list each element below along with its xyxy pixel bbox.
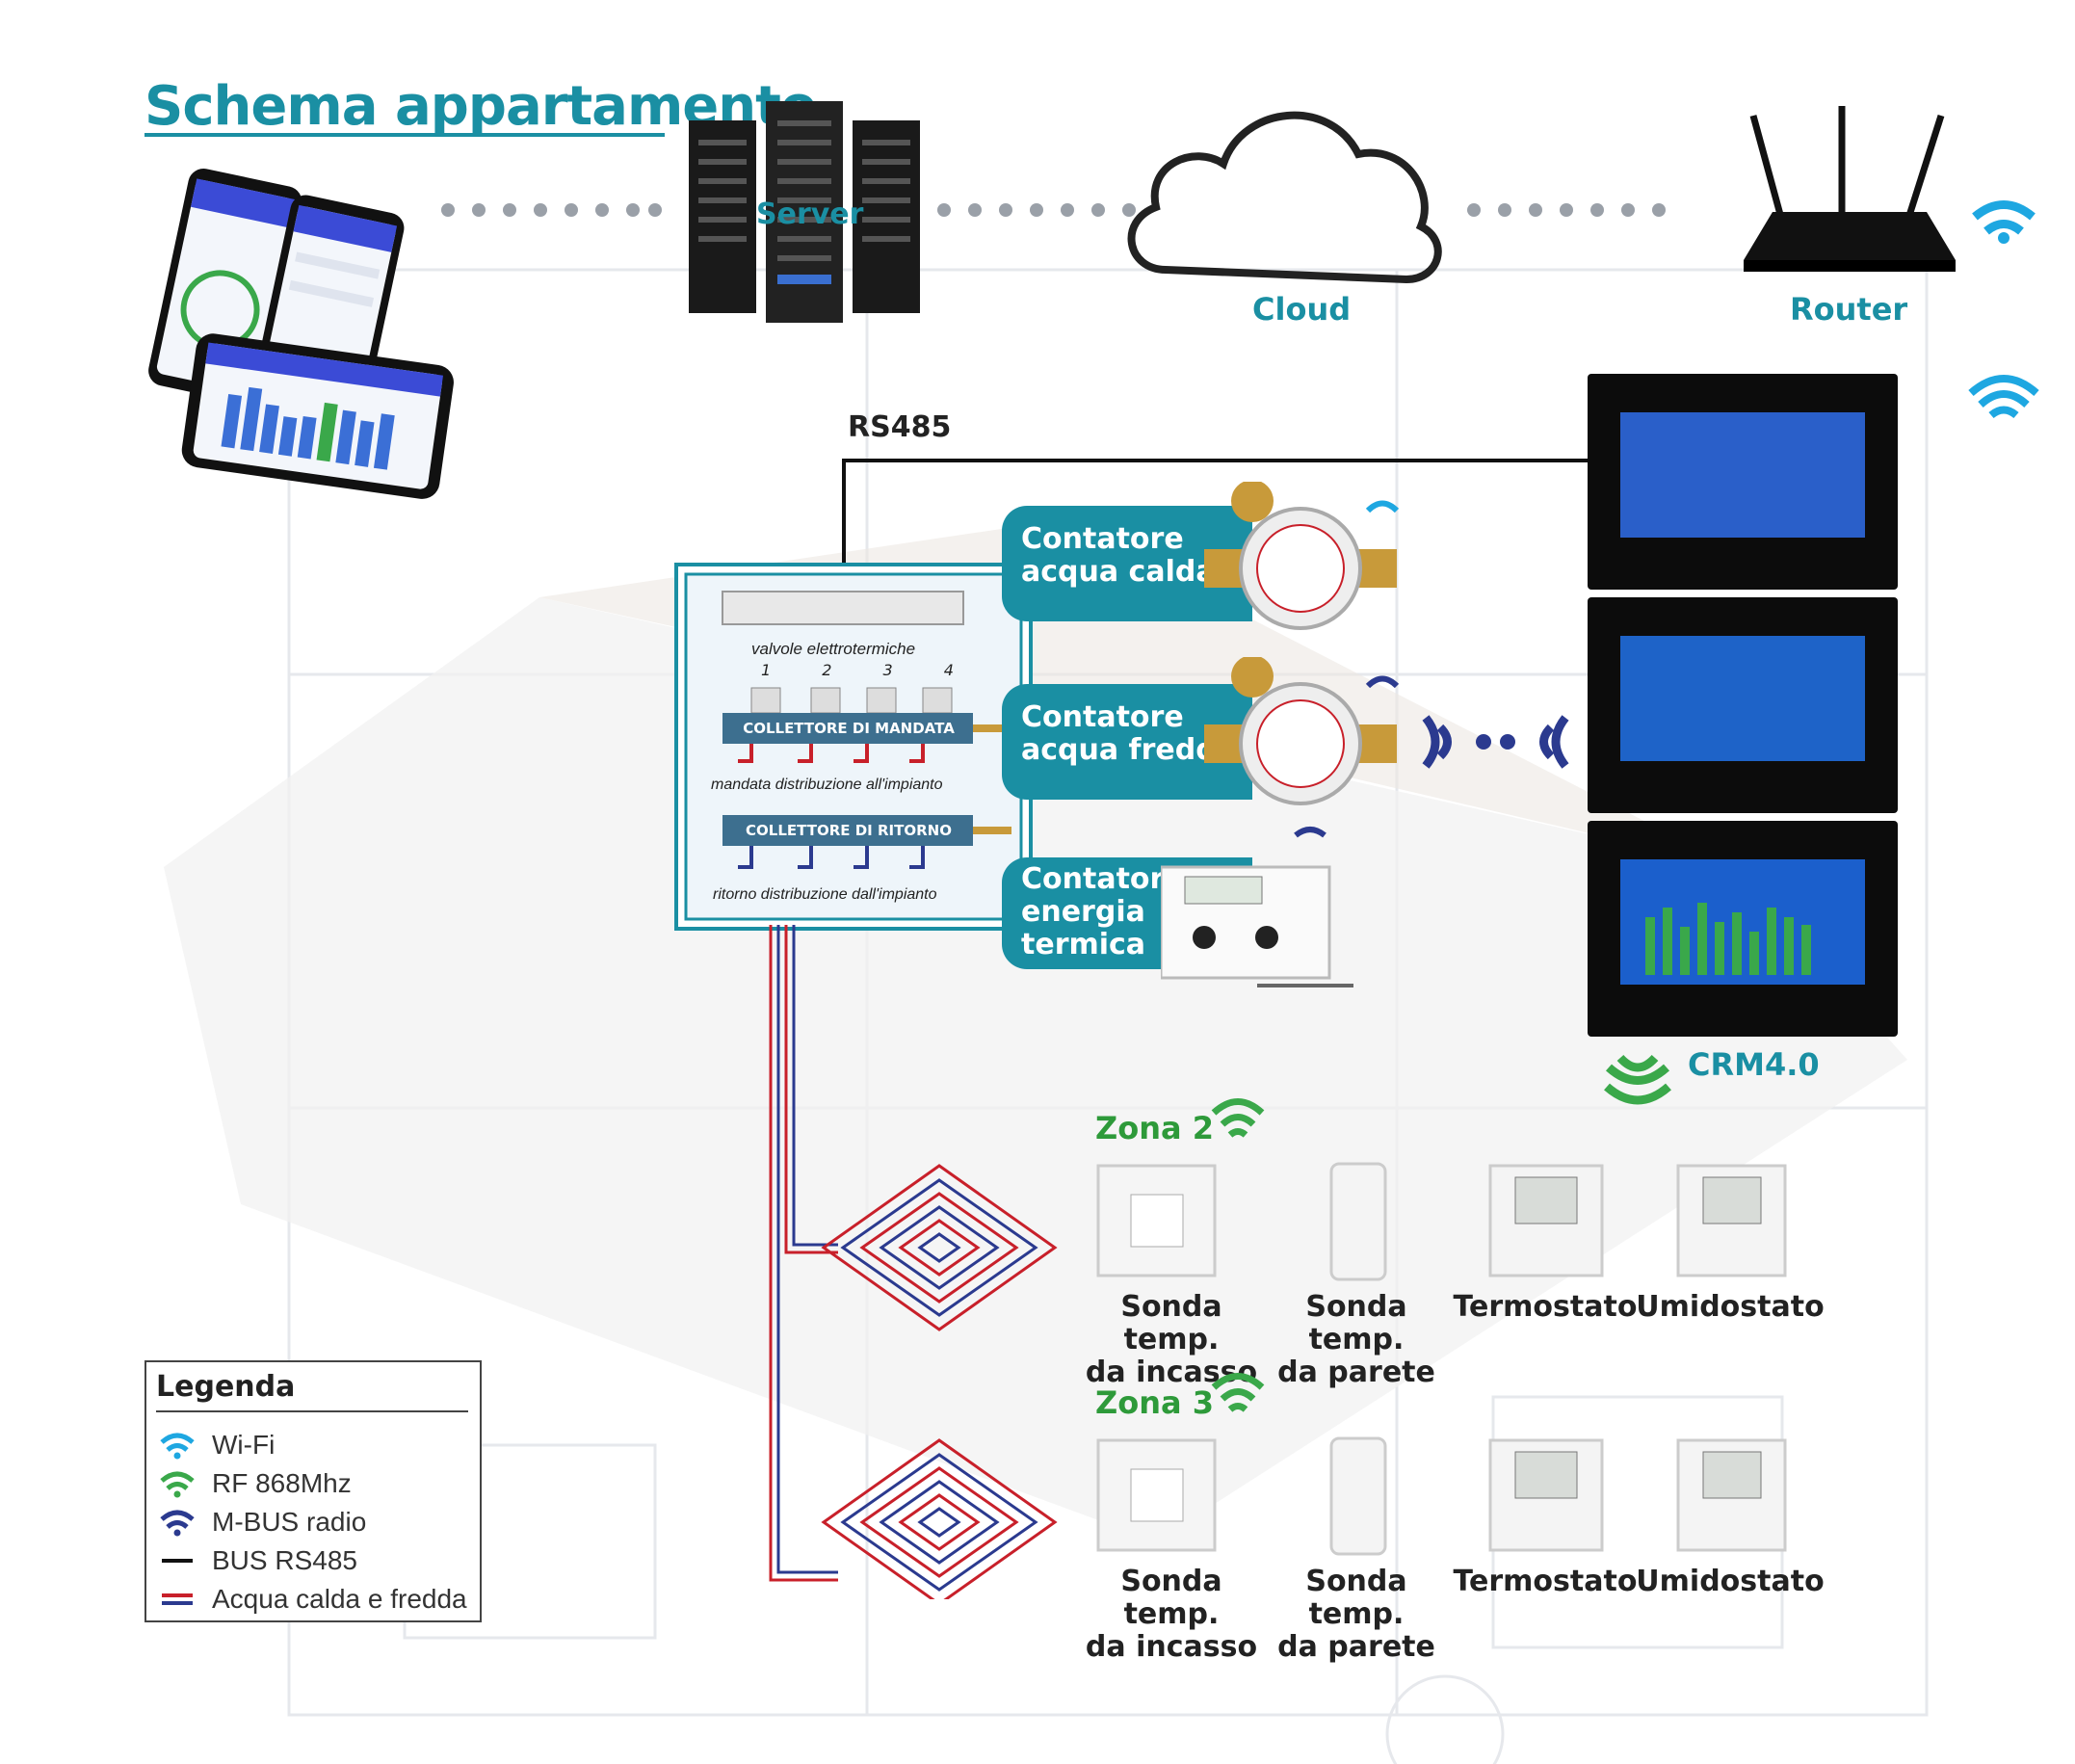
device-name: Umidostato — [1636, 1290, 1825, 1324]
meter-name: termica — [1021, 928, 1146, 961]
return-caption: ritorno distribuzione dall'impianto — [713, 886, 937, 903]
cold-water-meter-image — [1204, 657, 1400, 805]
zone-2-device-label: Termostato — [1449, 1291, 1642, 1324]
device-name: da incasso — [1085, 1630, 1258, 1664]
rs485-label: RS485 — [848, 410, 952, 444]
rf-icon — [160, 1471, 195, 1498]
device-name: da parete — [1277, 1630, 1435, 1664]
outlet-number: 3 — [882, 661, 893, 679]
mbus-radio-icon — [160, 1510, 195, 1537]
device-name: Umidostato — [1636, 1565, 1825, 1598]
humidistat-image — [1676, 1164, 1787, 1277]
zone-2-device-label: Sonda temp. da incasso — [1075, 1291, 1268, 1389]
thermostat-image — [1488, 1438, 1604, 1552]
rf-icon — [1604, 1054, 1671, 1105]
wifi-icon — [1972, 200, 2036, 244]
return-collector-label: COLLETTORE DI RITORNO — [746, 822, 952, 839]
legend: Legenda Wi-Fi RF 868Mhz M-BUS radio BUS … — [144, 1360, 482, 1622]
network-connection-dots — [441, 203, 1666, 217]
cloud-label: Cloud — [1252, 291, 1352, 328]
flush-sensor-image — [1096, 1438, 1217, 1552]
crm-screen-chart — [1588, 821, 1898, 1037]
zone-3-device-label: Sonda temp. da parete — [1260, 1566, 1453, 1664]
zone-2-title: Zona 2 — [1095, 1110, 1214, 1146]
legend-item-bus: BUS RS485 — [156, 1541, 357, 1580]
wall-sensor-image — [1329, 1162, 1387, 1281]
server-icon — [689, 101, 920, 323]
legend-item-pipes: Acqua calda e fredda — [156, 1580, 467, 1619]
legend-divider — [156, 1410, 468, 1412]
device-name: da incasso — [1085, 1356, 1258, 1389]
supply-collector-label: COLLETTORE DI MANDATA — [743, 720, 955, 737]
legend-label: RF 868Mhz — [212, 1468, 352, 1498]
zone-3-title: Zona 3 — [1095, 1384, 1214, 1421]
meter-name: acqua calda — [1021, 555, 1216, 589]
router-label: Router — [1790, 291, 1908, 328]
zone-3-device-label: Sonda temp. da incasso — [1075, 1566, 1268, 1664]
device-name: Sonda temp. — [1305, 1290, 1407, 1356]
valve-numbers: 1 2 3 4 — [761, 661, 954, 679]
crm-label: CRM4.0 — [1688, 1046, 1820, 1083]
humidistat-image — [1676, 1438, 1787, 1552]
server-label: Server — [756, 197, 864, 231]
legend-label: BUS RS485 — [212, 1545, 357, 1575]
zone-2-device-label: Sonda temp. da parete — [1260, 1291, 1453, 1389]
outlet-number: 1 — [761, 661, 772, 679]
device-name: Sonda temp. — [1120, 1565, 1222, 1631]
manifold-box — [674, 563, 1033, 931]
rf-icon — [1211, 1373, 1265, 1412]
meter-name: energia — [1021, 895, 1145, 929]
zone-3-device-label: Termostato — [1449, 1566, 1642, 1598]
legend-label: M-BUS radio — [212, 1507, 367, 1537]
cloud-icon — [1127, 111, 1442, 284]
device-name: Sonda temp. — [1305, 1565, 1407, 1631]
outlet-number: 4 — [943, 661, 954, 679]
smartphone-app-image — [148, 168, 454, 499]
rs485-bus-line — [842, 459, 1589, 576]
meter-cold-water-label: Contatore acqua fredda — [1002, 684, 1252, 800]
zone-2-device-label: Umidostato — [1634, 1291, 1826, 1324]
thermostat-image — [1488, 1164, 1604, 1277]
heat-meter-image — [1161, 827, 1353, 987]
legend-label: Acqua calda e fredda — [212, 1584, 467, 1614]
device-name: Termostato — [1453, 1290, 1638, 1324]
consumption-bars — [1645, 903, 1811, 975]
floor-heating-circuits — [769, 925, 1058, 1599]
legend-item-wifi: Wi-Fi — [156, 1426, 275, 1464]
valves-caption: valvole elettrotermiche — [751, 640, 916, 658]
rf-icon — [1211, 1098, 1265, 1138]
meter-name: acqua fredda — [1021, 733, 1236, 767]
zone-3-device-label: Umidostato — [1634, 1566, 1826, 1598]
legend-item-rf: RF 868Mhz — [156, 1464, 352, 1503]
legend-label: Wi-Fi — [212, 1430, 276, 1460]
hot-water-meter-image — [1204, 482, 1400, 630]
router-icon — [1744, 106, 1956, 272]
legend-title: Legenda — [156, 1370, 296, 1404]
meter-name: Contatore — [1021, 862, 1184, 896]
crm-screen-home — [1588, 374, 1898, 590]
device-name: da parete — [1277, 1356, 1435, 1389]
wifi-icon — [1968, 375, 2039, 419]
legend-item-mbus: M-BUS radio — [156, 1503, 366, 1541]
meter-name: Contatore — [1021, 700, 1184, 734]
wifi-icon — [160, 1433, 195, 1460]
flush-sensor-image — [1096, 1164, 1217, 1277]
supply-caption: mandata distribuzione all'impianto — [711, 777, 943, 793]
meter-name: Contatore — [1021, 522, 1184, 556]
pipe-icon — [162, 1593, 193, 1605]
device-name: Termostato — [1453, 1565, 1638, 1598]
crm-screen-meters — [1588, 597, 1898, 813]
device-name: Sonda temp. — [1120, 1290, 1222, 1356]
wall-sensor-image — [1329, 1436, 1387, 1556]
outlet-number: 2 — [822, 661, 832, 679]
mbus-radio-icon — [1422, 715, 1569, 769]
title-underline — [144, 133, 665, 137]
line-icon — [162, 1559, 193, 1563]
